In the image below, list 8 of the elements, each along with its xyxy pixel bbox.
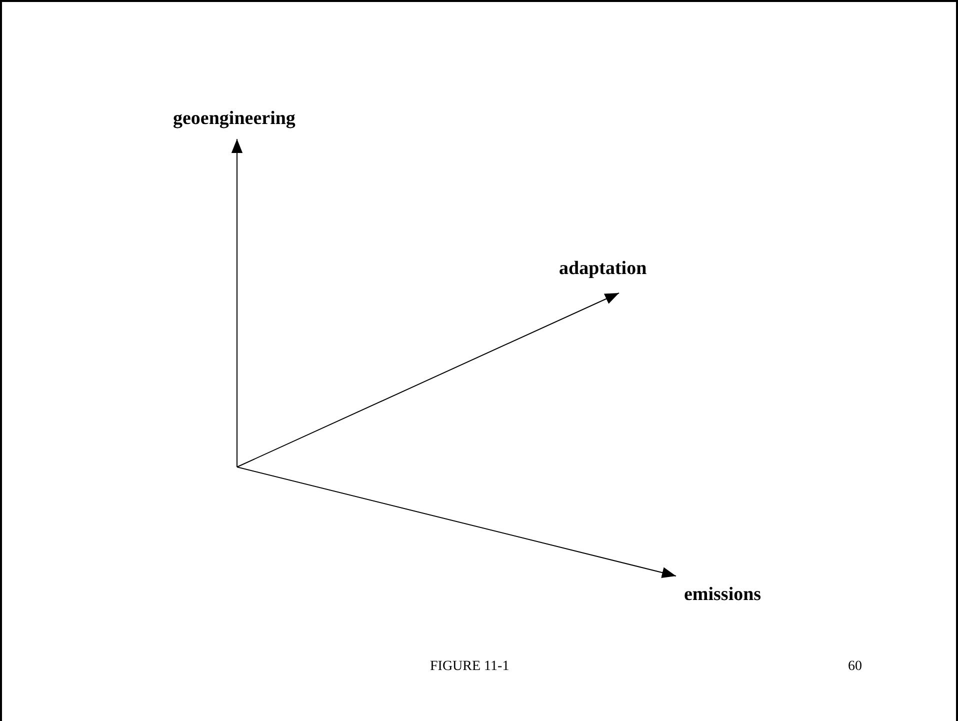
axis-label: adaptation bbox=[559, 258, 647, 280]
axis-label: geoengineering bbox=[173, 108, 296, 130]
figure-caption: FIGURE 11-1 bbox=[430, 659, 510, 675]
arrow bbox=[236, 466, 676, 578]
arrow bbox=[231, 138, 243, 468]
arrow bbox=[236, 292, 620, 468]
axis-label: emissions bbox=[684, 584, 762, 606]
page-number: 60 bbox=[848, 659, 862, 675]
